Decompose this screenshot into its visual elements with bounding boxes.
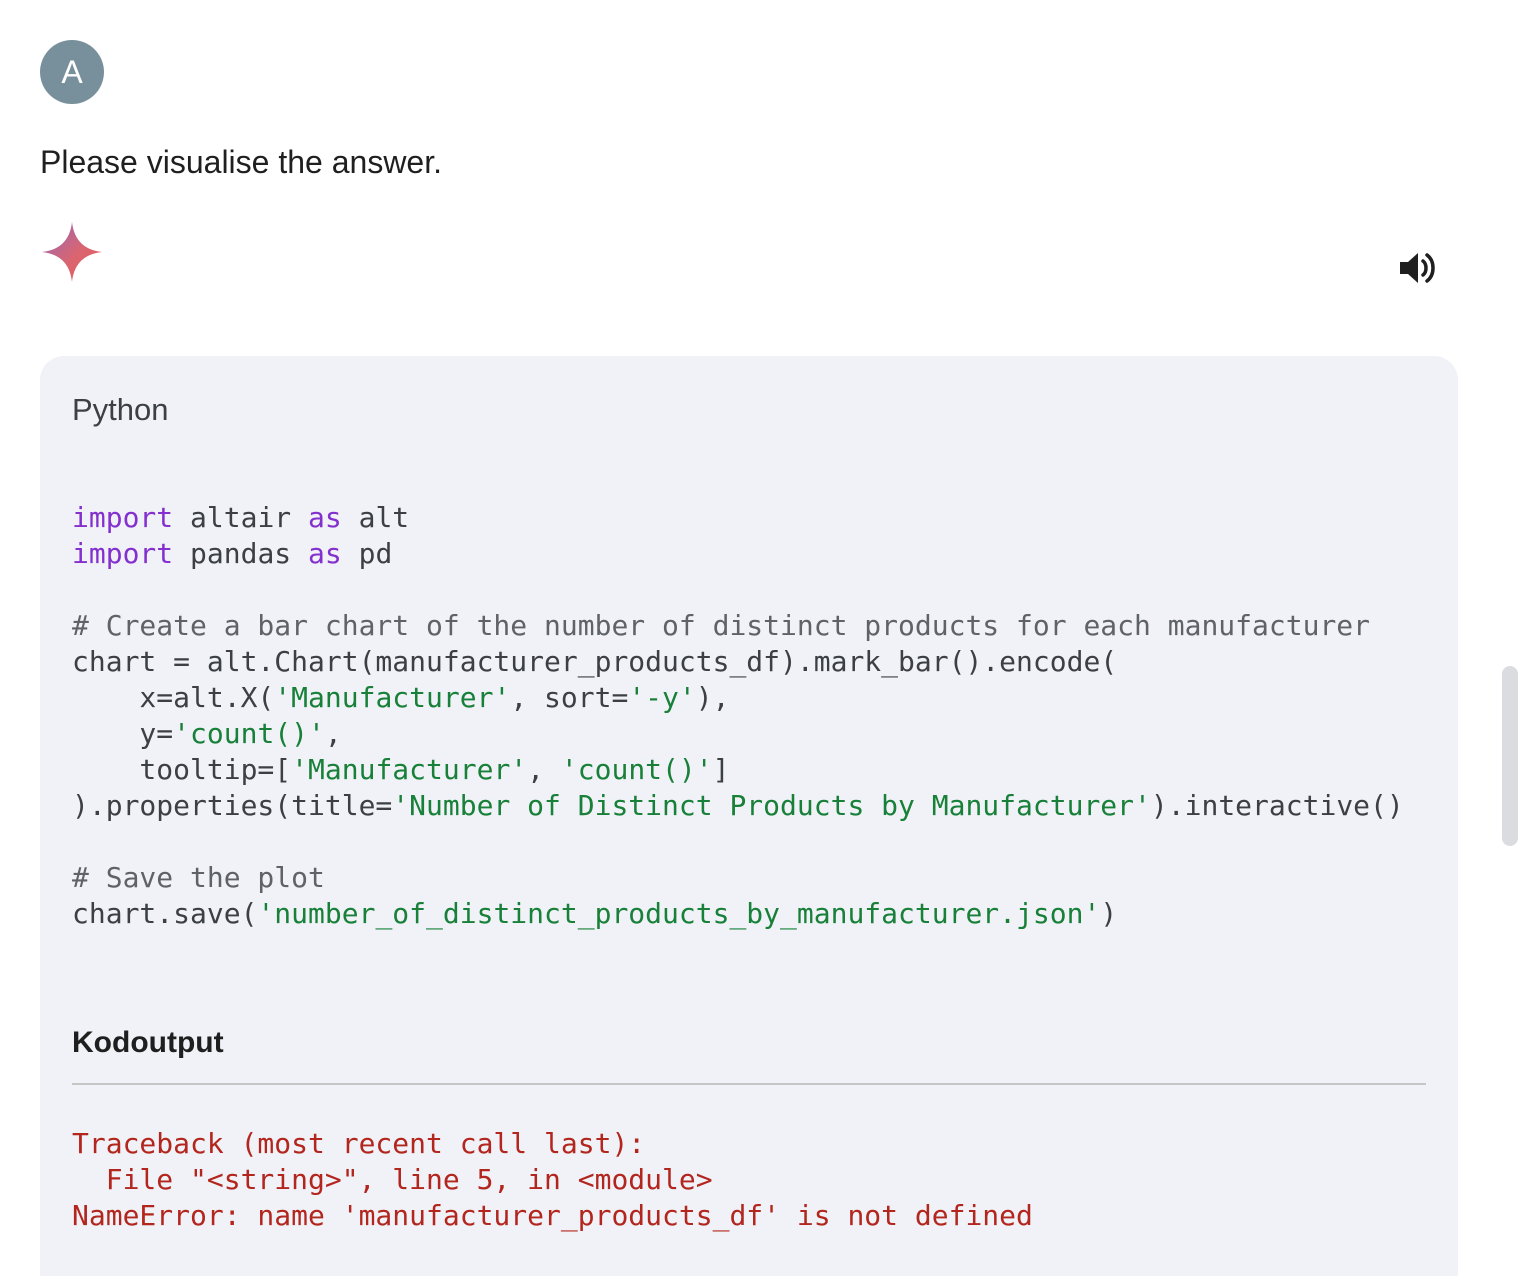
avatar-letter: A bbox=[61, 53, 83, 90]
code-token: x=alt.X( bbox=[72, 681, 275, 714]
error-line: File "<string>", line 5, in <module> bbox=[72, 1163, 713, 1196]
scrollbar-thumb[interactable] bbox=[1502, 666, 1518, 846]
code-token: chart = alt.Chart(manufacturer_products_… bbox=[72, 645, 1118, 678]
code-line: x=alt.X('Manufacturer', sort='-y'), bbox=[72, 680, 1404, 716]
code-token: ).interactive() bbox=[1150, 789, 1404, 822]
code-string: 'count()' bbox=[173, 717, 325, 750]
code-line bbox=[72, 824, 1404, 860]
sparkle-icon bbox=[42, 222, 102, 282]
code-line: ).properties(title='Number of Distinct P… bbox=[72, 788, 1404, 824]
code-keyword: as bbox=[308, 537, 342, 570]
output-divider bbox=[72, 1083, 1426, 1085]
user-message: Please visualise the answer. bbox=[40, 144, 442, 180]
code-comment: # Create a bar chart of the number of di… bbox=[72, 609, 1371, 642]
code-token: alt bbox=[341, 501, 410, 534]
code-keyword: import bbox=[72, 537, 174, 570]
code-line: tooltip=['Manufacturer', 'count()'] bbox=[72, 752, 1404, 788]
code-token: pd bbox=[341, 537, 393, 570]
code-token: , bbox=[324, 717, 342, 750]
code-string: 'count()' bbox=[560, 753, 713, 786]
code-keyword: import bbox=[72, 501, 174, 534]
code-line: # Save the plot bbox=[72, 860, 1404, 896]
code-token: chart.save( bbox=[72, 897, 258, 930]
code-token: ).properties(title= bbox=[72, 789, 393, 822]
code-token: pandas bbox=[173, 537, 309, 570]
code-line: chart.save('number_of_distinct_products_… bbox=[72, 896, 1404, 932]
code-string: '-y' bbox=[628, 681, 696, 714]
code-language-label: Python bbox=[72, 392, 169, 427]
error-line: NameError: name 'manufacturer_products_d… bbox=[72, 1199, 1033, 1232]
code-string: 'Manufacturer' bbox=[291, 753, 528, 786]
code-line: import pandas as pd bbox=[72, 536, 1404, 572]
user-avatar: A bbox=[40, 40, 104, 104]
code-token: altair bbox=[173, 501, 309, 534]
code-output-label: Kodoutput bbox=[72, 1026, 224, 1059]
code-token: , sort= bbox=[510, 681, 629, 714]
code-string: 'Manufacturer' bbox=[274, 681, 511, 714]
code-token: , bbox=[527, 753, 561, 786]
code-token: ) bbox=[1100, 897, 1118, 930]
code-string: 'number_of_distinct_products_by_manufact… bbox=[257, 897, 1101, 930]
error-output: Traceback (most recent call last): File … bbox=[72, 1126, 1033, 1234]
code-token: ), bbox=[695, 681, 730, 714]
code-comment: # Save the plot bbox=[72, 861, 325, 894]
code-line: y='count()', bbox=[72, 716, 1404, 752]
code-line bbox=[72, 572, 1404, 608]
code-token: ] bbox=[712, 753, 730, 786]
code-keyword: as bbox=[308, 501, 342, 534]
code-line: chart = alt.Chart(manufacturer_products_… bbox=[72, 644, 1404, 680]
code-token: tooltip=[ bbox=[72, 753, 292, 786]
speaker-icon[interactable] bbox=[1392, 244, 1440, 292]
code-string: 'Number of Distinct Products by Manufact… bbox=[392, 789, 1151, 822]
code-line: # Create a bar chart of the number of di… bbox=[72, 608, 1404, 644]
error-line: Traceback (most recent call last): bbox=[72, 1127, 646, 1160]
code-line: import altair as alt bbox=[72, 500, 1404, 536]
code-token: y= bbox=[72, 717, 174, 750]
